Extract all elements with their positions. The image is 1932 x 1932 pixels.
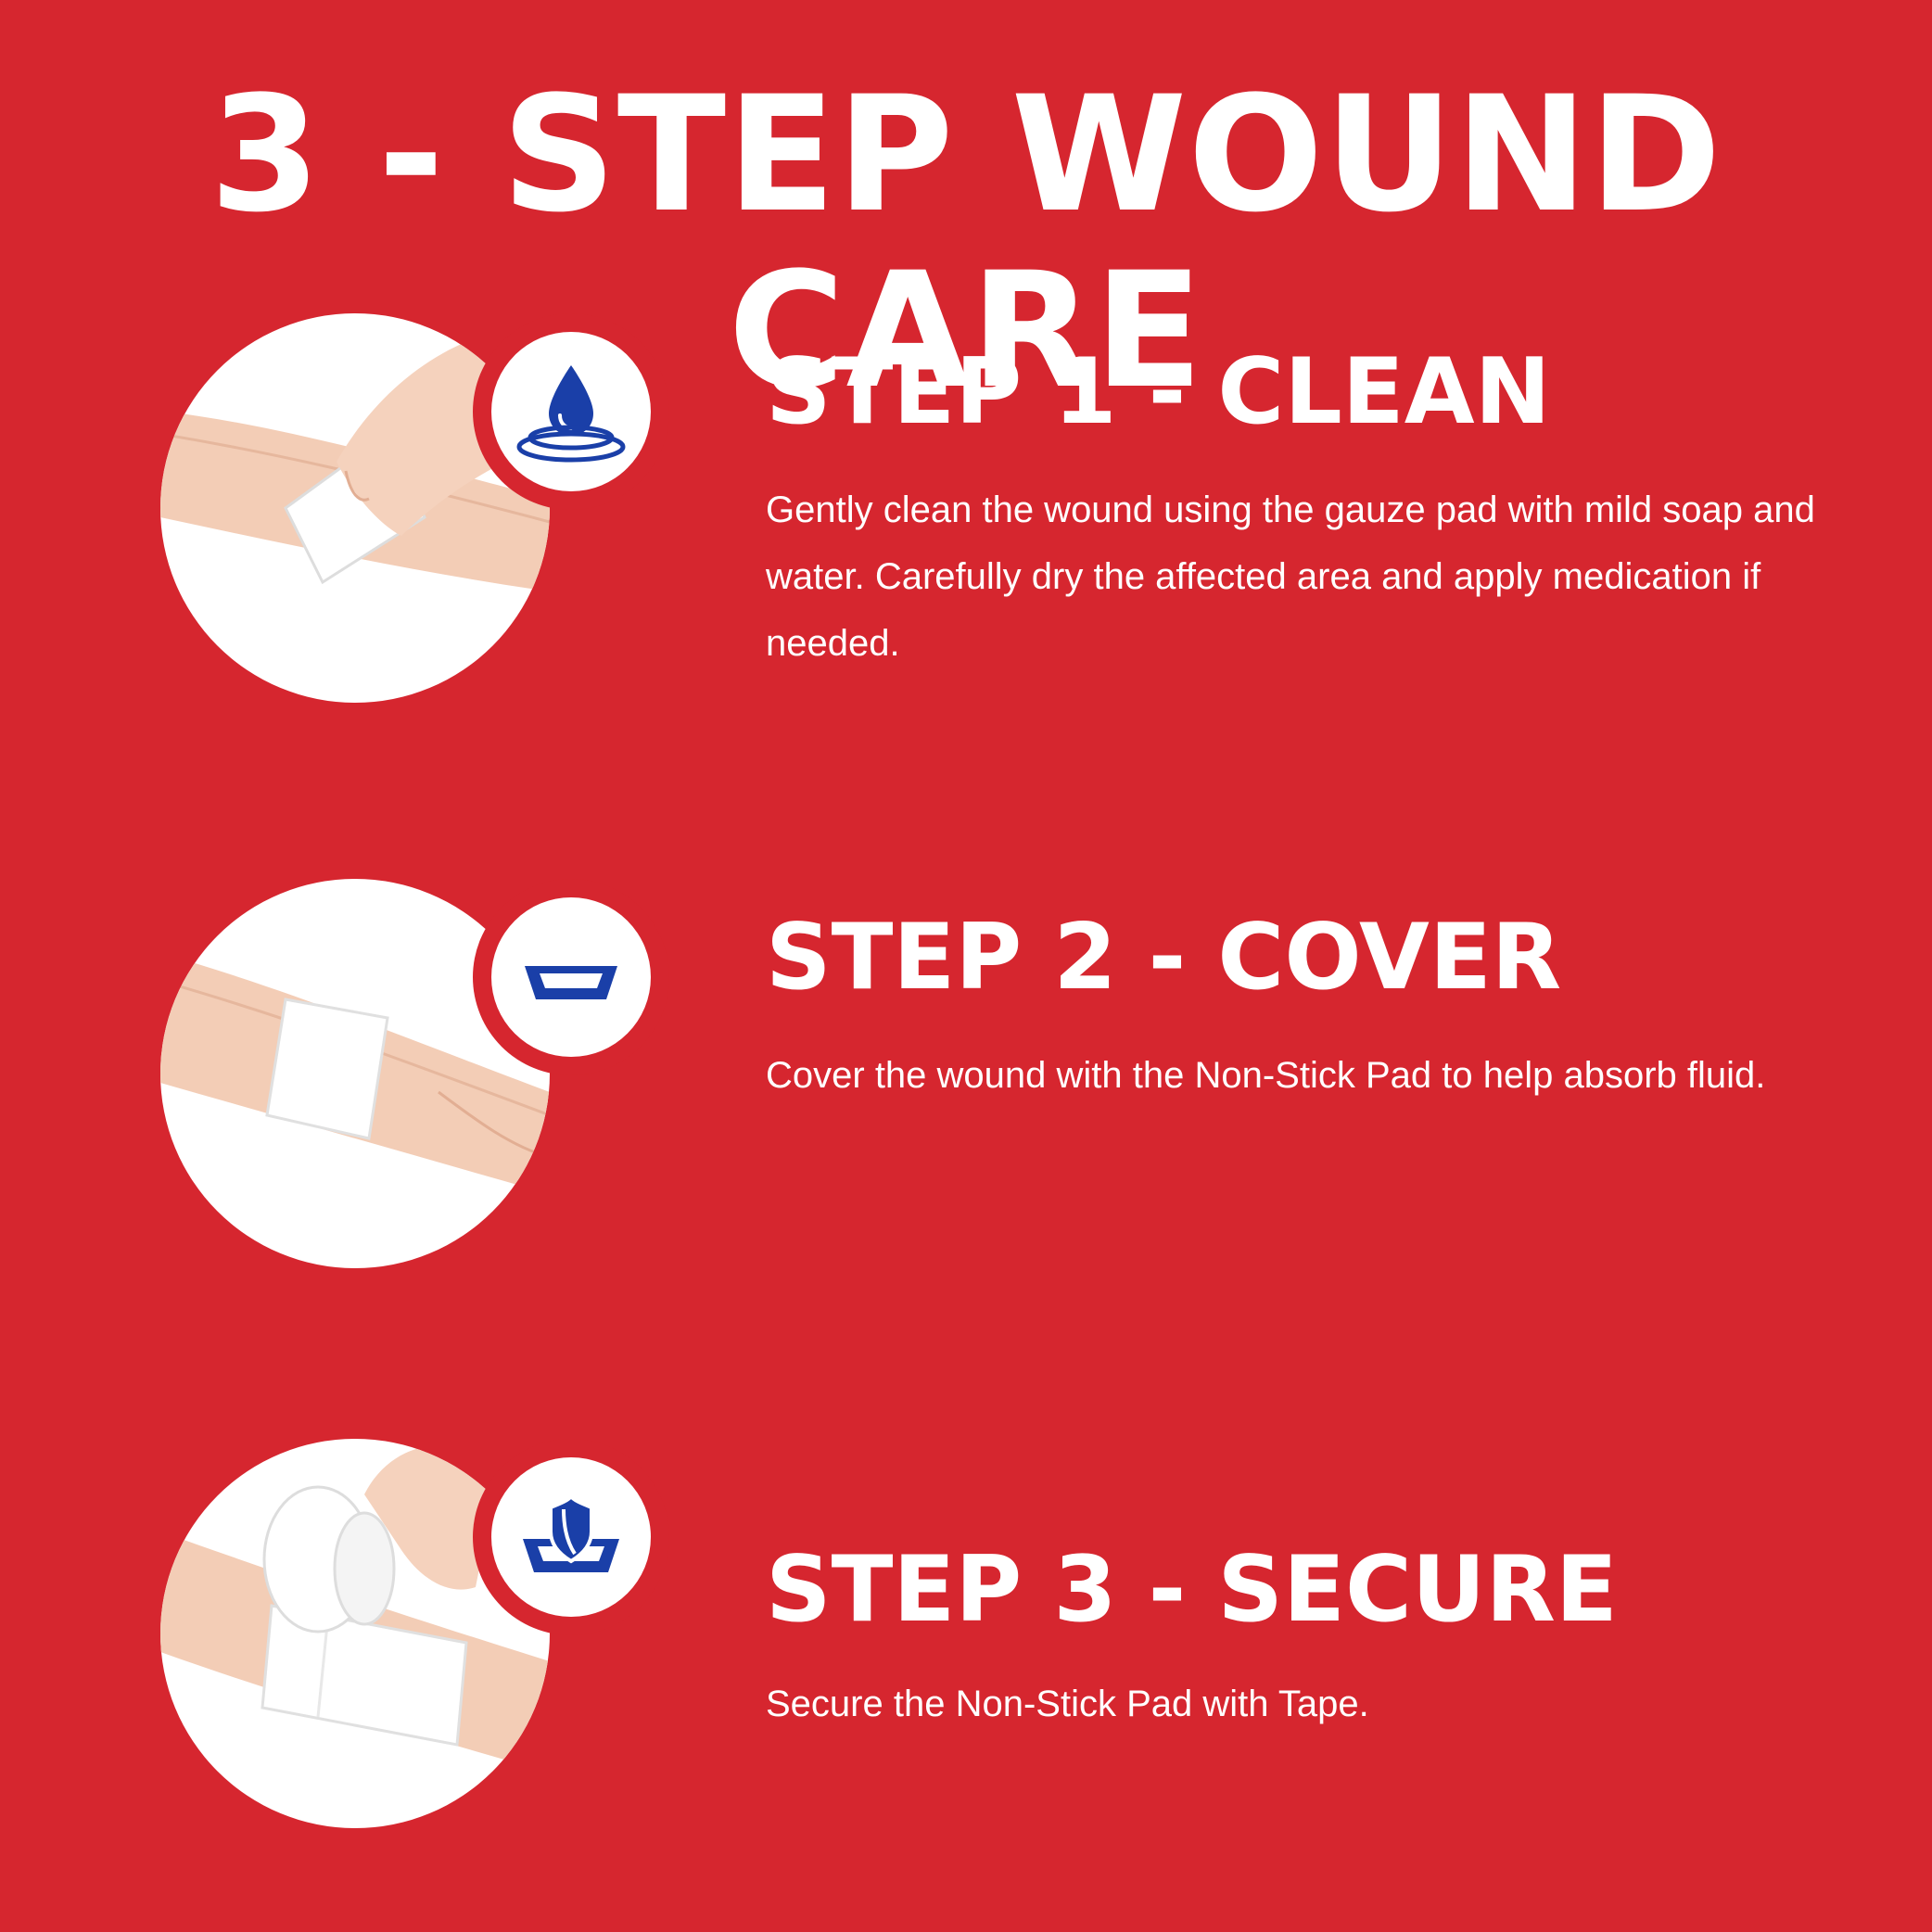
step-3-description: Secure the Non-Stick Pad with Tape. [766, 1684, 1369, 1724]
step-3-heading: STEP 3 - SECURE [766, 1537, 1618, 1643]
step-1-description: Gently clean the wound using the gauze p… [766, 489, 1815, 664]
step-2-description: Cover the wound with the Non-Stick Pad t… [766, 1055, 1766, 1096]
step-1-heading: STEP 1 - CLEAN [766, 339, 1551, 445]
step-3: STEP 3 - SECURE Secure the Non-Stick Pad… [0, 1439, 1932, 1837]
step-1: STEP 1 - CLEAN Gently clean the wound us… [0, 313, 1932, 712]
step-2-photo [160, 879, 550, 1268]
pad-icon [525, 966, 617, 999]
step-1-badge [473, 313, 669, 510]
shield-pad-icon [523, 1492, 619, 1572]
water-drop-icon [516, 365, 626, 463]
step-3-photo [160, 1439, 550, 1828]
step-2: STEP 2 - COVER Cover the wound with the … [0, 879, 1932, 1277]
step-3-badge [473, 1439, 669, 1635]
page-title: 3 - STEP WOUND CARE [210, 61, 1722, 424]
step-2-heading: STEP 2 - COVER [766, 905, 1562, 1010]
step-2-badge [473, 879, 669, 1075]
